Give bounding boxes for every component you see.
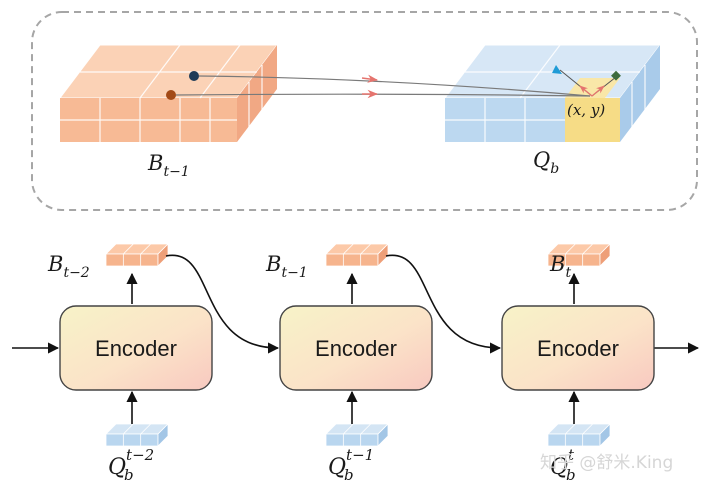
attention-line-lower: [175, 93, 591, 97]
query-offsets: [552, 65, 621, 97]
point-coordinate-label: (x, y): [567, 101, 605, 119]
output-bev-block-2: [325, 243, 389, 267]
query-cell-highlight: [565, 98, 620, 142]
encoder-label-3: Encoder: [537, 336, 619, 361]
encoder-label-2: Encoder: [315, 336, 397, 361]
label-bev-query: Qb: [533, 148, 559, 177]
encoder-label-1: Encoder: [95, 336, 177, 361]
recurrent-link-2: [385, 254, 502, 354]
top-panel-frame: [31, 11, 698, 211]
attention-arrow-upper: [361, 74, 379, 83]
input-query-block-2: [325, 423, 389, 447]
encoder-box-1: [59, 305, 213, 391]
recurrent-link-1: [165, 254, 280, 354]
sample-point-brown: [166, 90, 176, 100]
watermark: 知乎 @舒米.King: [540, 453, 673, 473]
label-previous-bev: Bt−1: [147, 151, 190, 180]
output-label-3: Bt: [549, 252, 571, 281]
sample-point-dark-blue: [189, 71, 199, 81]
encoder-box-3: [501, 305, 655, 391]
output-bev-block-1: [105, 243, 169, 267]
bev-query-block: [443, 44, 662, 142]
attention-line-upper: [198, 75, 591, 97]
output-label-2: Bt−1: [265, 252, 308, 281]
bev-block-previous: [58, 44, 279, 142]
input-query-block-3: [547, 423, 611, 447]
output-bev-block-3: [547, 243, 611, 267]
encoder-box-2: [279, 305, 433, 391]
input-query-block-1: [105, 423, 169, 447]
output-label-1: Bt−2: [47, 252, 90, 281]
